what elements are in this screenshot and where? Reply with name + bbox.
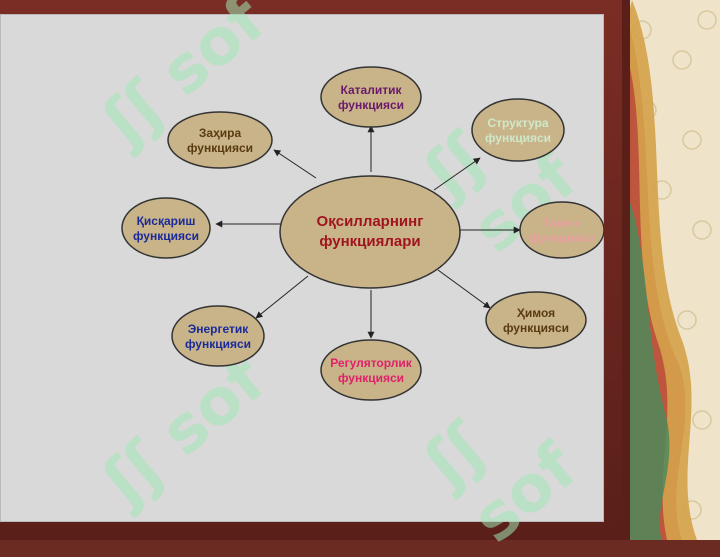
decorative-side-panel [622,0,720,540]
label-reserve-line2: функцияси [186,141,254,155]
arrow-to-energy [255,275,309,319]
label-regulatory-line2: функцияси [337,371,405,385]
label-contractile-line1: Қисқариш [136,214,196,228]
label-protection: Ҳимоя функцияси [486,301,586,341]
label-structural-line2: функцияси [484,131,552,145]
center-label: Оқсилларнинг функциялари [282,196,458,268]
label-energy: Энергетик функцияси [172,317,264,357]
center-node [279,175,461,289]
label-catalytic-line1: Каталитик [340,83,402,97]
node-regulatory [320,339,422,401]
diagram-svg [121,66,604,401]
node-structural [471,98,565,162]
label-regulatory: Регуляторлик функцияси [321,351,421,391]
label-catalytic-line2: функцияси [337,98,405,112]
label-tension: Таянч- функцияси [520,211,604,251]
label-protection-line1: Ҳимоя [516,306,556,320]
label-reserve: Заҳира функцияси [168,121,272,161]
label-energy-line2: функцияси [184,337,252,351]
node-protection [485,291,587,349]
label-tension-line1: Таянч- [542,216,582,230]
label-tension-line2: функцияси [528,231,596,245]
node-energy [171,305,265,367]
label-reserve-line1: Заҳира [198,126,242,140]
arrow-to-structural [433,157,481,191]
label-protection-line2: функцияси [502,321,570,335]
label-structural: Структура функцияси [472,111,564,151]
arrow-to-protection [437,269,491,309]
node-tension [519,201,604,259]
decorative-pattern [622,0,720,540]
label-structural-line1: Структура [487,116,549,130]
label-catalytic: Каталитик функцияси [321,78,421,118]
node-contractile [121,197,211,259]
label-contractile: Қисқариш функцияси [122,209,210,249]
center-label-line2: функциялари [319,233,421,250]
node-reserve [167,111,273,169]
label-energy-line1: Энергетик [187,322,249,336]
arrow-to-reserve [273,149,317,179]
node-catalytic [320,66,422,128]
label-regulatory-line1: Регуляторлик [330,356,412,370]
label-contractile-line2: функцияси [132,229,200,243]
center-label-line1: Оқсилларнинг [316,212,424,230]
